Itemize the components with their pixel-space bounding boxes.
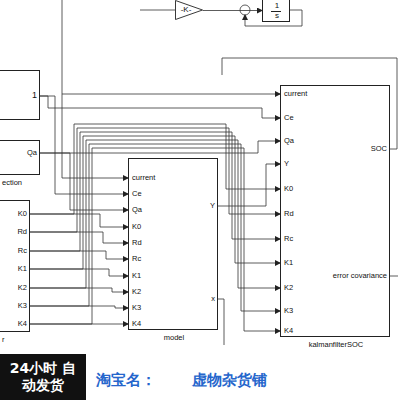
port-label: K3 <box>284 307 293 315</box>
port-label: -K- <box>181 6 192 15</box>
kalman-subsystem: currentCeQaY K0RdRcK1K2K3K4 SOC error covar… <box>280 85 390 337</box>
watermark-text: 淘宝名： <box>96 371 156 390</box>
signal-line <box>30 148 280 331</box>
port-label: Rc <box>284 235 293 243</box>
port-label: K1 <box>18 265 27 273</box>
integrator-block: 1s <box>262 0 290 22</box>
current-wire <box>62 0 128 178</box>
port-label: Rd <box>132 239 142 247</box>
port-label: K3 <box>18 302 27 310</box>
block-name: model <box>164 334 184 342</box>
port-label: Rd <box>284 210 294 218</box>
port-label: 1 <box>275 2 279 11</box>
port-label: s <box>275 12 279 21</box>
signal-line <box>30 214 128 227</box>
constant-block: 1 <box>0 70 40 120</box>
block-name: r <box>2 336 5 344</box>
port-label: error covariance <box>333 272 387 280</box>
port-label: Qa <box>27 149 37 157</box>
sum-symbol <box>240 5 250 15</box>
port-label: K1 <box>132 272 141 280</box>
port-label: K2 <box>284 284 293 292</box>
port-label: Qa <box>132 206 142 214</box>
port-label: current <box>132 174 155 182</box>
block-name: kalmanfilterSOC <box>309 341 364 349</box>
badge-box: 24小时 自动发货 <box>0 354 86 400</box>
signal-line <box>40 153 128 210</box>
port-label: Y <box>210 202 215 210</box>
port-label: K4 <box>132 320 141 328</box>
port-label: Rc <box>132 255 141 263</box>
parameter-block: K0RdRcK1K2K3K4r <box>0 200 30 332</box>
current-wire <box>62 94 280 95</box>
port-label: Qa <box>284 137 294 145</box>
input-block: Qaection <box>0 140 40 175</box>
output-wire <box>218 299 224 345</box>
watermark-text: 虚物杂货铺 <box>192 371 267 390</box>
signal-line <box>30 269 128 276</box>
port-label: K3 <box>132 304 141 312</box>
port-label: Rc <box>18 247 27 255</box>
port-label: K2 <box>18 284 27 292</box>
signal-line <box>40 96 128 194</box>
signal-line <box>40 96 280 118</box>
port-label: Y <box>284 160 289 168</box>
port-label: K2 <box>132 288 141 296</box>
port-label: K0 <box>132 223 141 231</box>
model-subsystem: currentCeQaK0RdRcK1K2K3K4Yxmodel <box>128 158 218 330</box>
port-label: Ce <box>284 114 294 122</box>
badge-text: 24小时 自动发货 <box>8 360 78 395</box>
block-name: ection <box>2 179 22 187</box>
signal-line <box>218 164 280 206</box>
port-label: K0 <box>284 185 293 193</box>
port-label: SOC <box>371 145 387 153</box>
port-label: K4 <box>284 327 293 335</box>
port-label: current <box>284 90 307 98</box>
port-label: x <box>211 295 215 303</box>
signal-line <box>30 288 128 292</box>
signal-line <box>30 251 128 259</box>
port-label: K4 <box>18 320 27 328</box>
port-label: K1 <box>284 259 293 267</box>
covariance-wire <box>390 276 398 277</box>
port-label: Rd <box>17 228 27 236</box>
signal-line <box>203 10 262 12</box>
port-label: K0 <box>18 210 27 218</box>
gain-block: -K- <box>175 0 203 20</box>
input-wire <box>140 10 175 11</box>
port-label: Ce <box>132 190 142 198</box>
signal-line <box>30 232 128 243</box>
port-label: 1 <box>32 91 37 101</box>
